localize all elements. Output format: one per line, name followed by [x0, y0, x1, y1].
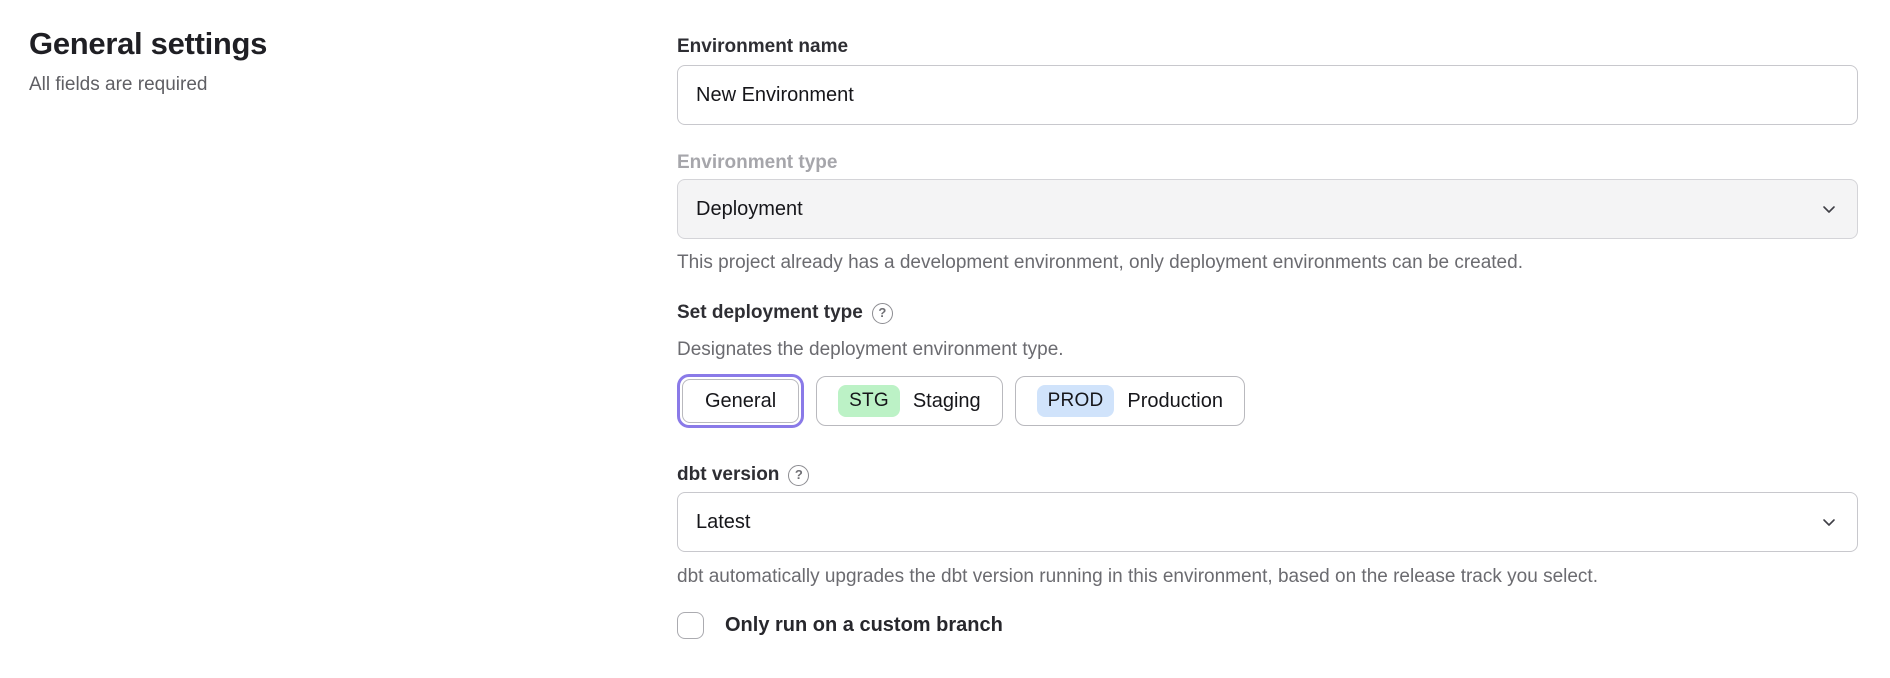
environment-name-label: Environment name — [677, 36, 849, 57]
custom-branch-checkbox[interactable] — [677, 612, 704, 639]
deployment-type-option-general-selected-ring: General — [677, 374, 805, 428]
environment-type-value: Deployment — [696, 197, 803, 220]
chevron-down-icon — [1823, 206, 1835, 213]
option-label: Staging — [912, 389, 981, 412]
dbt-version-value: Latest — [696, 510, 751, 533]
deployment-type-options: General STG Staging PROD Production — [677, 374, 1858, 428]
environment-name-input[interactable] — [677, 65, 1858, 125]
page-subtitle: All fields are required — [29, 74, 208, 95]
environment-type-helper: This project already has a development e… — [677, 252, 1523, 273]
chevron-down-icon — [1823, 519, 1835, 526]
settings-header: General settings All fields are required — [29, 26, 549, 96]
help-question-icon[interactable]: ? — [871, 302, 893, 324]
custom-branch-label: Only run on a custom branch — [725, 614, 1003, 636]
dbt-version-helper: dbt automatically upgrades the dbt versi… — [677, 566, 1598, 587]
deployment-type-label: Set deployment type ? — [677, 302, 1858, 324]
help-question-icon[interactable]: ? — [788, 464, 810, 486]
environment-type-select[interactable]: Deployment — [677, 179, 1858, 239]
deployment-type-option-production[interactable]: PROD Production — [1014, 376, 1245, 426]
staging-badge: STG — [838, 385, 900, 417]
dbt-version-select[interactable]: Latest — [677, 492, 1858, 552]
environment-settings-form: Environment name Environment type Deploy… — [677, 36, 1858, 639]
custom-branch-row: Only run on a custom branch — [677, 612, 1858, 639]
option-label: Production — [1127, 389, 1223, 412]
deployment-type-description: Designates the deployment environment ty… — [677, 339, 1064, 360]
deployment-type-option-general[interactable]: General — [682, 379, 800, 423]
environment-type-label: Environment type — [677, 152, 838, 173]
dbt-version-label: dbt version ? — [677, 464, 1858, 486]
production-badge: PROD — [1036, 385, 1115, 417]
option-label: General — [705, 389, 777, 412]
page-title: General settings — [29, 26, 268, 61]
deployment-type-option-staging[interactable]: STG Staging — [816, 376, 1003, 426]
